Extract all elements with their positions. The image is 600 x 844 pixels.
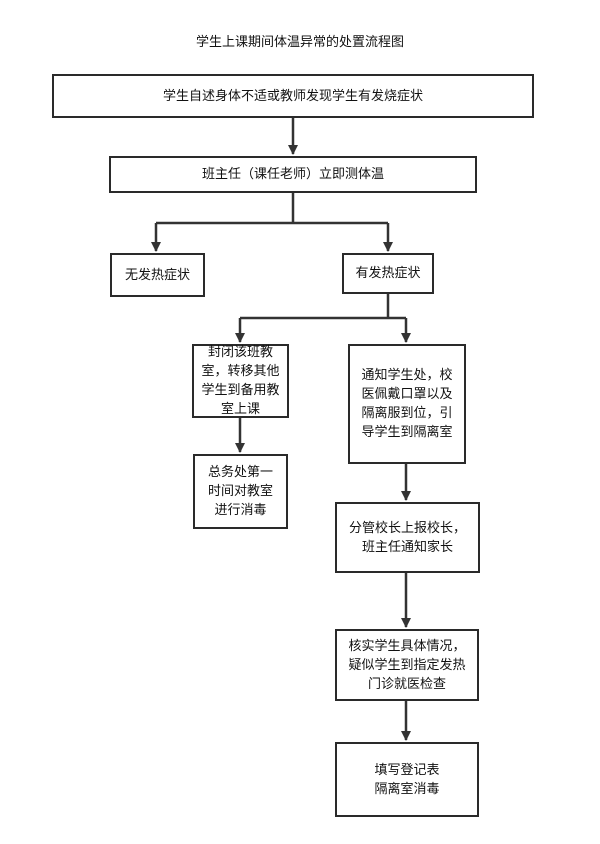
node-disinfect-room: 总务处第一 时间对教室 进行消毒 bbox=[193, 454, 288, 529]
node-register: 填写登记表 隔离室消毒 bbox=[335, 742, 479, 817]
node-measure: 班主任（课任老师）立即测体温 bbox=[109, 156, 477, 193]
node-verify-label: 核实学生具体情况， 疑似学生到指定发热 门诊就医检查 bbox=[348, 638, 466, 692]
node-fever-label: 有发热症状 bbox=[355, 266, 421, 281]
node-verify: 核实学生具体情况， 疑似学生到指定发热 门诊就医检查 bbox=[335, 629, 479, 701]
node-close-room: 封闭该班教 室，转移其他 学生到备用教 室上课 bbox=[192, 344, 289, 418]
node-report: 学生自述身体不适或教师发现学生有发烧症状 bbox=[52, 74, 534, 118]
node-report-principal-label: 分管校长上报校长， 班主任通知家长 bbox=[348, 520, 466, 555]
node-fever: 有发热症状 bbox=[342, 253, 434, 294]
node-register-label: 填写登记表 隔离室消毒 bbox=[374, 762, 440, 797]
node-disinfect-room-label: 总务处第一 时间对教室 进行消毒 bbox=[207, 465, 273, 518]
node-notify: 通知学生处，校 医佩戴口罩以及 隔离服到位，引 导学生到隔离室 bbox=[348, 344, 466, 464]
node-no-fever: 无发热症状 bbox=[110, 253, 205, 297]
node-report-label: 学生自述身体不适或教师发现学生有发烧症状 bbox=[162, 88, 423, 104]
node-report-principal: 分管校长上报校长， 班主任通知家长 bbox=[335, 502, 480, 573]
node-notify-label: 通知学生处，校 医佩戴口罩以及 隔离服到位，引 导学生到隔离室 bbox=[361, 368, 453, 440]
node-no-fever-label: 无发热症状 bbox=[124, 267, 190, 283]
node-measure-label: 班主任（课任老师）立即测体温 bbox=[201, 167, 384, 182]
page-title: 学生上课期间体温异常的处置流程图 bbox=[195, 35, 404, 50]
node-close-room-label: 封闭该班教 室，转移其他 学生到备用教 室上课 bbox=[201, 345, 280, 417]
